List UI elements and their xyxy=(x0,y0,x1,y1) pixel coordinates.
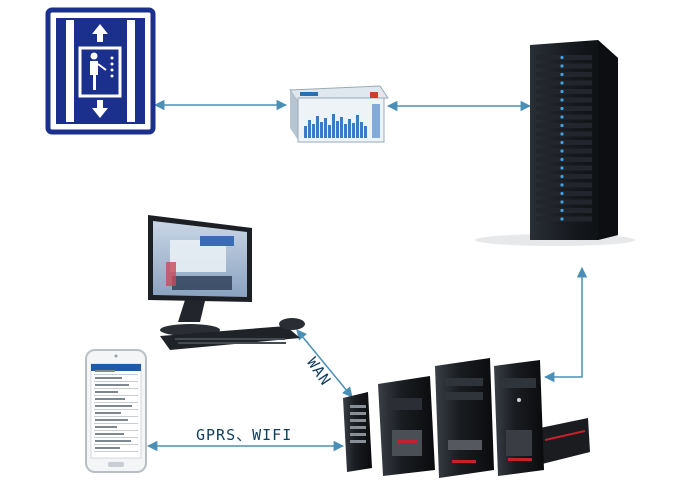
connections xyxy=(146,99,588,452)
phone-screen-list xyxy=(94,370,138,452)
link-computer-cluster xyxy=(296,329,353,398)
rack-led-strip xyxy=(536,55,592,222)
link-cluster-server xyxy=(543,266,588,383)
phone-icon xyxy=(85,349,147,473)
router-icon xyxy=(289,85,389,143)
server-cluster-icon xyxy=(343,358,590,478)
server-rack-icon xyxy=(475,40,635,246)
elevator-icon xyxy=(45,7,156,135)
gprs-wifi-label: GPRS、WIFI xyxy=(196,426,293,444)
computer-icon xyxy=(148,215,305,350)
